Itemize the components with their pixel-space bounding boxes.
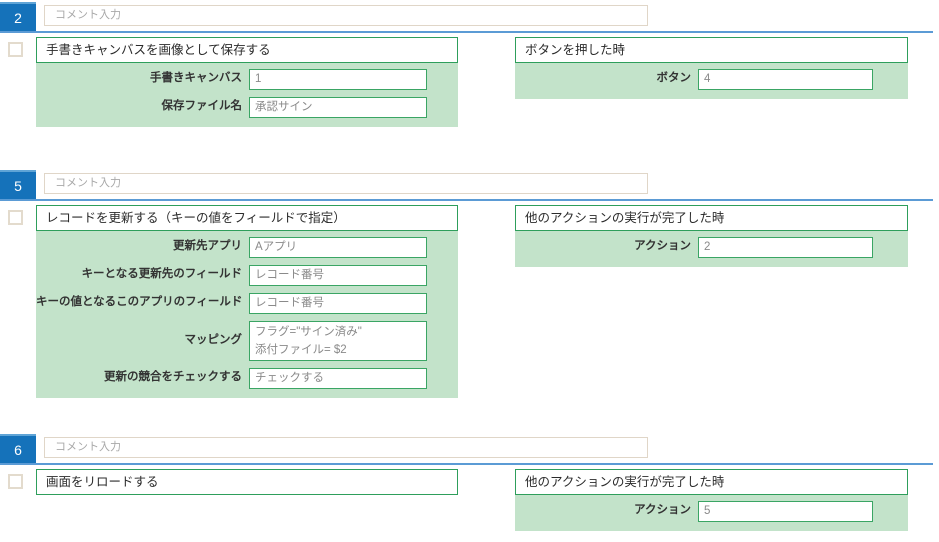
field-value[interactable]: 2 [698, 237, 873, 258]
field-value[interactable]: チェックする [249, 368, 427, 389]
block-select-checkbox[interactable] [8, 42, 23, 57]
action-block-2: 2 コメント入力 手書きキャンバスを画像として保存する 手書きキャンバス 1 保… [0, 0, 939, 127]
field-value[interactable]: レコード番号 [249, 293, 427, 314]
comment-row: 2 コメント入力 [0, 0, 939, 33]
block-divider-rule [0, 463, 933, 465]
comment-input[interactable]: コメント入力 [44, 437, 648, 458]
field-row: アクション 5 [515, 501, 908, 522]
trigger-card[interactable]: 他のアクションの実行が完了した時 アクション 5 [515, 469, 908, 531]
block-number-badge[interactable]: 2 [0, 2, 36, 31]
field-row: 更新先アプリ Aアプリ [36, 237, 458, 258]
block-number-badge[interactable]: 5 [0, 170, 36, 199]
field-value[interactable]: 5 [698, 501, 873, 522]
field-row: キーとなる更新先のフィールド レコード番号 [36, 265, 458, 286]
field-value[interactable]: Aアプリ [249, 237, 427, 258]
trigger-card-body: ボタン 4 [515, 63, 908, 99]
field-label: アクション [634, 504, 691, 516]
field-row: キーの値となるこのアプリのフィールド レコード番号 [36, 293, 458, 314]
trigger-card-body: アクション 2 [515, 231, 908, 267]
field-label: 手書きキャンバス [150, 72, 242, 84]
trigger-card-title: 他のアクションの実行が完了した時 [515, 205, 908, 231]
field-row: マッピング フラグ="サイン済み" 添付ファイル= $2 [36, 321, 458, 361]
field-value[interactable]: 4 [698, 69, 873, 90]
field-label: 更新の競合をチェックする [104, 371, 242, 383]
comment-row: 6 コメント入力 [0, 432, 939, 465]
field-label: キーの値となるこのアプリのフィールド [36, 296, 243, 308]
trigger-card-title: ボタンを押した時 [515, 37, 908, 63]
trigger-card[interactable]: 他のアクションの実行が完了した時 アクション 2 [515, 205, 908, 267]
block-select-checkbox[interactable] [8, 474, 23, 489]
action-card-body: 更新先アプリ Aアプリ キーとなる更新先のフィールド レコード番号 キーの値とな… [36, 231, 458, 398]
trigger-card-title: 他のアクションの実行が完了した時 [515, 469, 908, 495]
action-block-6: 6 コメント入力 画面をリロードする 他のアクションの実行が完了した時 アクショ… [0, 432, 939, 531]
field-row: アクション 2 [515, 237, 908, 258]
block-divider-rule [0, 31, 933, 33]
trigger-card-body: アクション 5 [515, 495, 908, 531]
action-card[interactable]: レコードを更新する（キーの値をフィールドで指定） 更新先アプリ Aアプリ キーと… [36, 205, 458, 398]
field-value[interactable]: フラグ="サイン済み" 添付ファイル= $2 [249, 321, 427, 361]
comment-input[interactable]: コメント入力 [44, 173, 648, 194]
field-row: ボタン 4 [515, 69, 908, 90]
action-card-title: 手書きキャンバスを画像として保存する [36, 37, 458, 63]
field-value[interactable]: レコード番号 [249, 265, 427, 286]
field-row: 手書きキャンバス 1 [36, 69, 458, 90]
field-label: マッピング [184, 334, 243, 346]
field-row: 更新の競合をチェックする チェックする [36, 368, 458, 389]
action-card-title: 画面をリロードする [36, 469, 458, 495]
comment-input[interactable]: コメント入力 [44, 5, 648, 26]
field-label: キーとなる更新先のフィールド [81, 268, 242, 280]
trigger-card[interactable]: ボタンを押した時 ボタン 4 [515, 37, 908, 99]
field-value[interactable]: 1 [249, 69, 427, 90]
action-block-5: 5 コメント入力 レコードを更新する（キーの値をフィールドで指定） 更新先アプリ… [0, 168, 939, 398]
action-card-title: レコードを更新する（キーの値をフィールドで指定） [36, 205, 458, 231]
field-label: 更新先アプリ [173, 240, 242, 252]
field-row: 保存ファイル名 承認サイン [36, 97, 458, 118]
action-card-body: 手書きキャンバス 1 保存ファイル名 承認サイン [36, 63, 458, 127]
comment-row: 5 コメント入力 [0, 168, 939, 201]
action-card[interactable]: 手書きキャンバスを画像として保存する 手書きキャンバス 1 保存ファイル名 承認… [36, 37, 458, 127]
block-number-badge[interactable]: 6 [0, 434, 36, 463]
block-divider-rule [0, 199, 933, 201]
field-label: ボタン [656, 72, 692, 84]
action-card[interactable]: 画面をリロードする [36, 469, 458, 495]
field-label: アクション [634, 240, 691, 252]
field-label: 保存ファイル名 [161, 100, 243, 112]
field-value[interactable]: 承認サイン [249, 97, 427, 118]
block-select-checkbox[interactable] [8, 210, 23, 225]
